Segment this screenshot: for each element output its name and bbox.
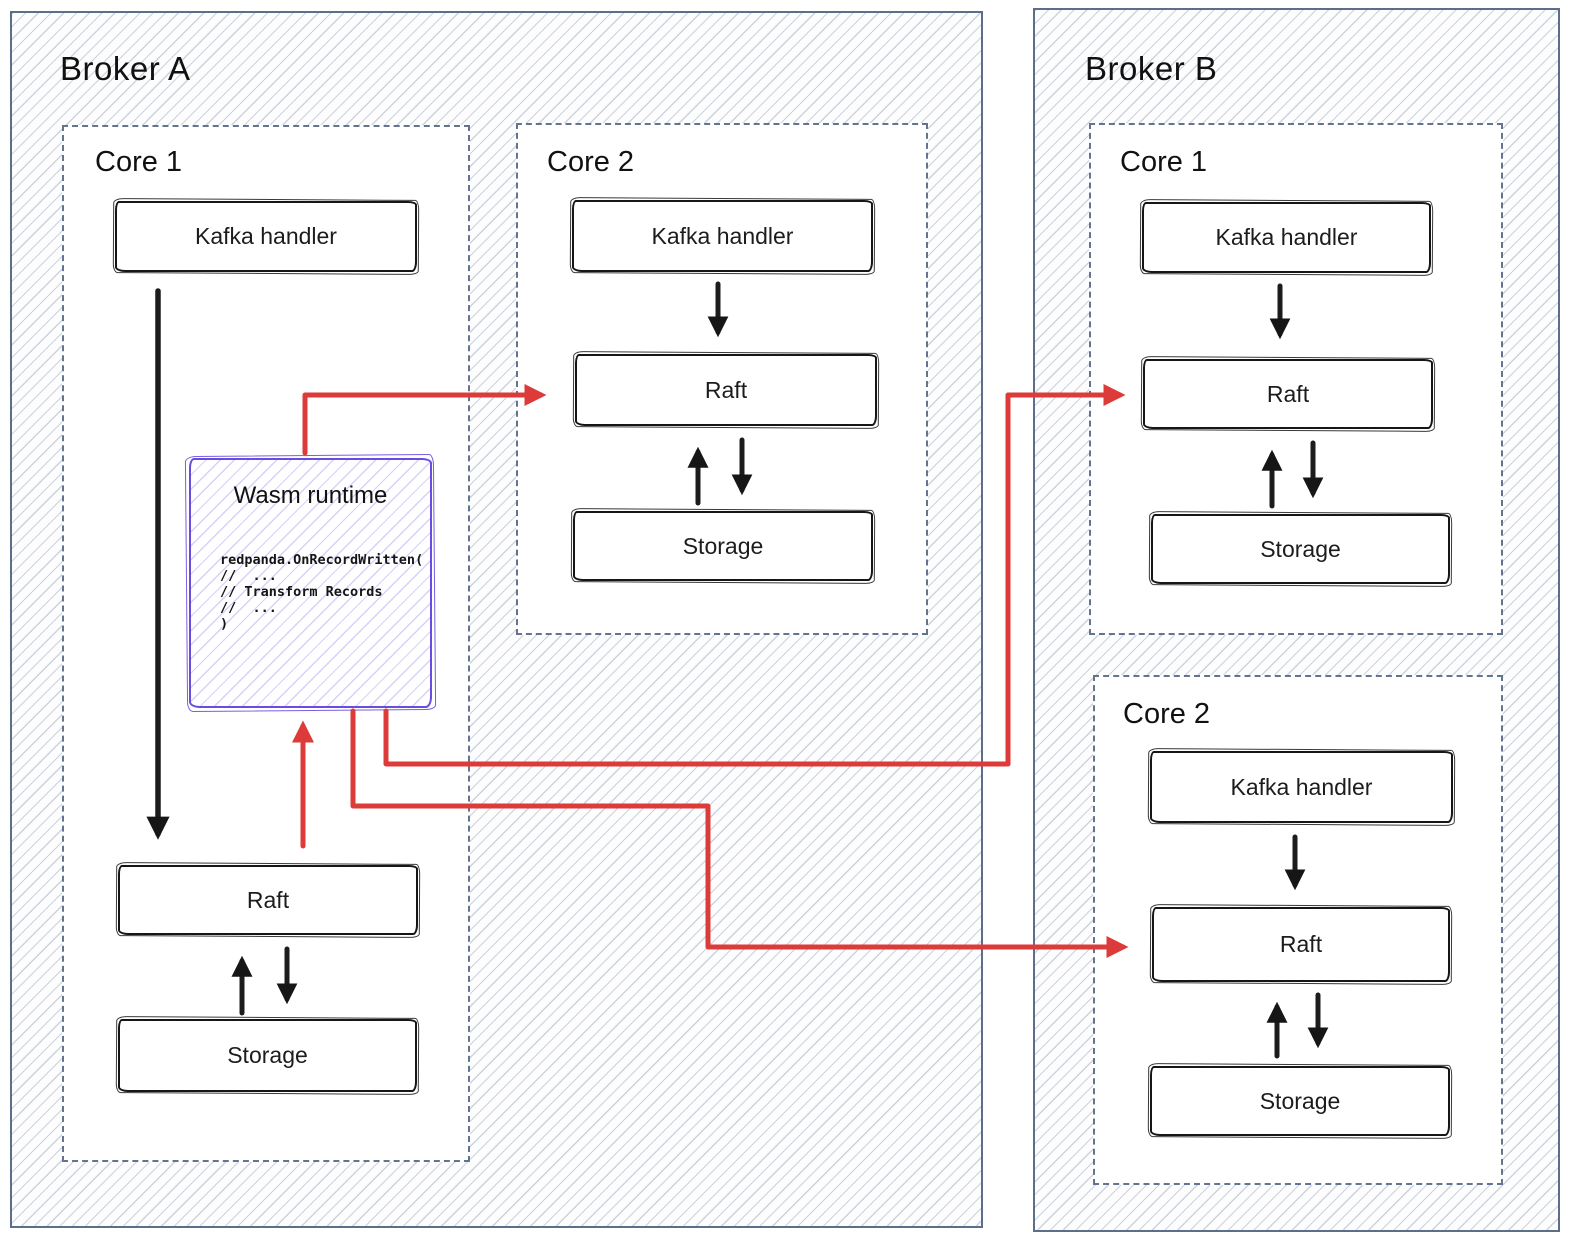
- storage-box-a2: Storage: [573, 511, 873, 581]
- storage-box-b1: Storage: [1151, 514, 1450, 584]
- broker-a-title: Broker A: [60, 50, 191, 87]
- raft-label-b2: Raft: [1279, 931, 1323, 957]
- kafka-handler-label-a2: Kafka handler: [651, 222, 794, 249]
- kafka-handler-box-b1: Kafka handler: [1142, 202, 1431, 273]
- kafka-handler-label-b2: Kafka handler: [1230, 773, 1373, 800]
- wasm-code-line: // ...: [220, 600, 277, 616]
- raft-box-b2: Raft: [1152, 907, 1450, 982]
- wasm-code-line: ): [220, 616, 229, 632]
- wasm-code-line: // ...: [220, 568, 277, 584]
- raft-box-a2: Raft: [575, 354, 877, 426]
- broker-b-core-2-label: Core 2: [1123, 698, 1211, 730]
- broker-a-core-2-label: Core 2: [547, 146, 635, 178]
- storage-label-b2: Storage: [1259, 1087, 1341, 1114]
- kafka-handler-label-b1: Kafka handler: [1215, 224, 1358, 250]
- raft-box-b1: Raft: [1143, 359, 1433, 429]
- kafka-handler-label-a1: Kafka handler: [195, 223, 337, 249]
- broker-b-title: Broker B: [1085, 50, 1218, 87]
- raft-label-a1: Raft: [246, 886, 290, 913]
- wasm-runtime-box: Wasm runtime redpanda.OnRecordWritten( /…: [189, 458, 432, 708]
- storage-box-a1: Storage: [118, 1019, 417, 1092]
- storage-box-b2: Storage: [1150, 1066, 1450, 1136]
- raft-box-a1: Raft: [118, 865, 418, 935]
- broker-a-core-1-label: Core 1: [95, 146, 183, 178]
- wasm-code-line: redpanda.OnRecordWritten(: [220, 552, 424, 568]
- raft-label-a2: Raft: [704, 376, 748, 403]
- wasm-runtime-title: Wasm runtime: [233, 482, 388, 509]
- storage-label-a1: Storage: [227, 1042, 308, 1068]
- storage-label-a2: Storage: [682, 532, 764, 559]
- storage-label-b1: Storage: [1260, 535, 1341, 562]
- raft-label-b1: Raft: [1266, 380, 1310, 407]
- kafka-handler-box-a1: Kafka handler: [115, 201, 417, 272]
- wasm-code-line: // Transform Records: [220, 584, 383, 600]
- wasm-code-block: redpanda.OnRecordWritten( // ... // Tran…: [220, 552, 423, 632]
- kafka-handler-box-a2: Kafka handler: [572, 200, 873, 272]
- kafka-handler-box-b2: Kafka handler: [1150, 751, 1453, 823]
- broker-b-core-1-label: Core 1: [1120, 146, 1208, 178]
